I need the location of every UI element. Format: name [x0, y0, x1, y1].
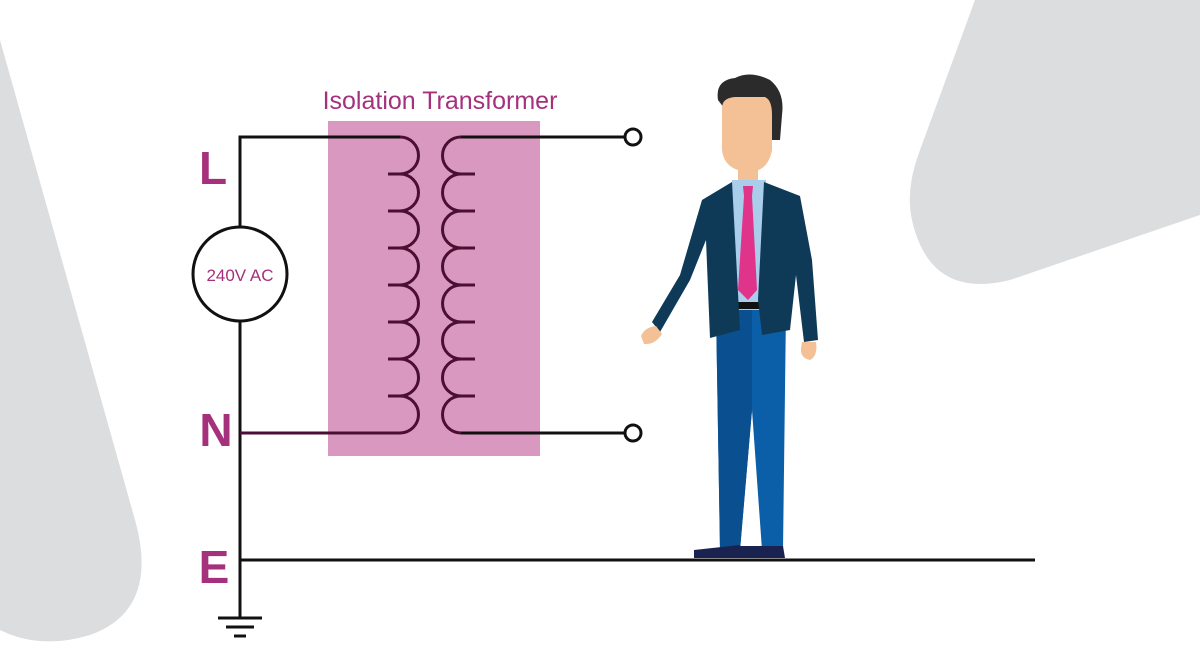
live-label: L — [199, 142, 227, 194]
person-belt — [732, 302, 767, 309]
person-face — [722, 97, 772, 172]
person-neck — [738, 165, 758, 180]
ground-symbol-icon — [218, 616, 262, 638]
ac-source-label: 240V AC — [206, 266, 273, 285]
secondary-coil — [441, 135, 475, 435]
neutral-label: N — [199, 404, 232, 456]
output-terminal-bottom — [623, 423, 643, 443]
person-illustration — [641, 74, 818, 558]
live-wire — [238, 135, 400, 228]
person-hand-right — [800, 342, 817, 360]
person-hand-left — [641, 326, 662, 345]
transformer-title: Isolation Transformer — [323, 87, 558, 115]
primary-coil — [240, 135, 420, 435]
background-shape-left — [0, 40, 142, 642]
person-jacket-left — [652, 182, 740, 338]
person-shoes — [694, 545, 785, 558]
person-tie — [738, 186, 757, 300]
transformer-core — [328, 121, 540, 456]
wiring — [191, 127, 1035, 618]
person-jacket-right — [758, 182, 818, 342]
earth-label: E — [199, 541, 230, 593]
background-shape-right — [909, 0, 1200, 284]
person-trousers-shade — [716, 310, 752, 550]
output-terminal-top — [623, 127, 643, 147]
ac-source — [191, 225, 289, 323]
